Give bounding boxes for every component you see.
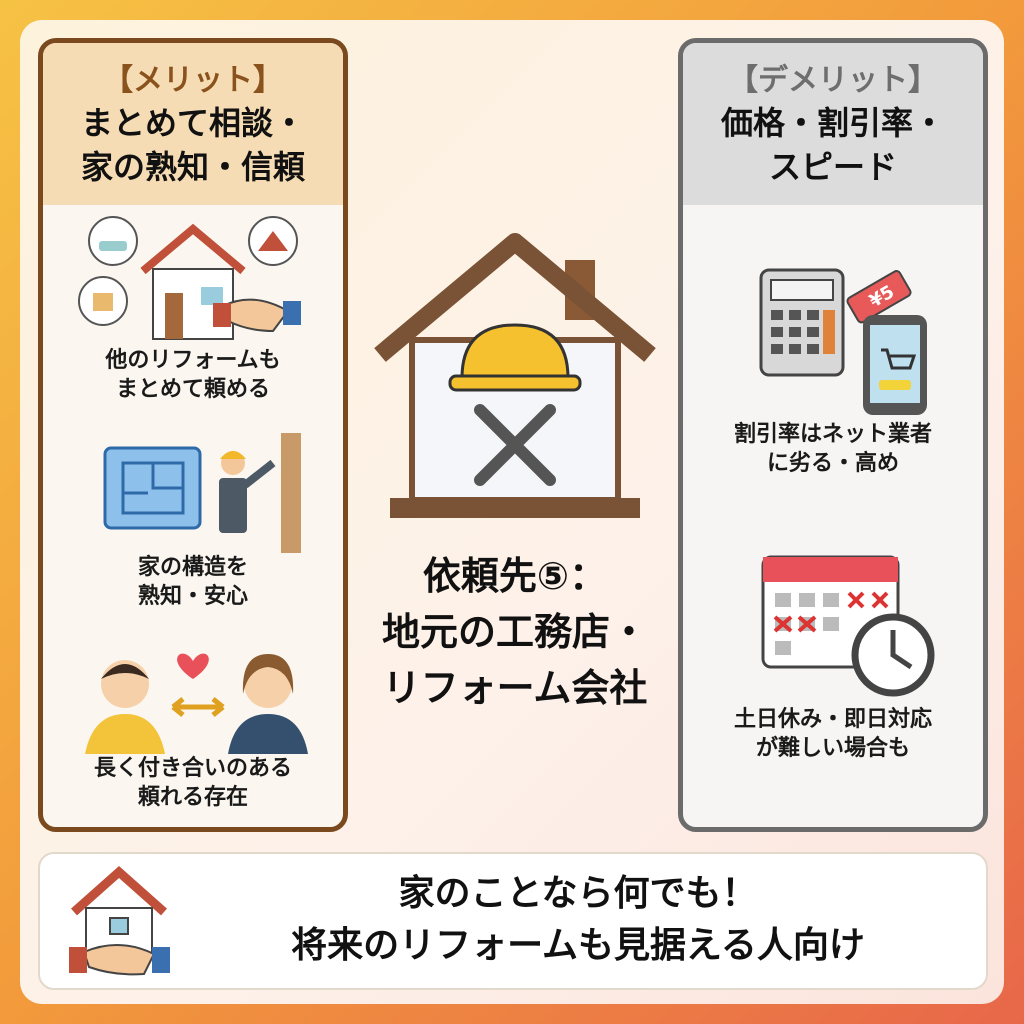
item-text-line: 熟知・安心 (137, 584, 248, 609)
demerit-header: 【デメリット】 価格・割引率・ スピード (683, 43, 983, 205)
blueprint-worker-icon (103, 433, 301, 553)
demerit-item: ¥5 割引率はネット業者 に劣る・高め (683, 255, 983, 478)
item-text-line: 割引率はネット業者 (733, 422, 932, 447)
item-text-line: に劣る・高め (766, 451, 899, 476)
center-title-line: 地元の工務店・ (381, 610, 648, 654)
item-text-line: が難しい場合も (755, 736, 910, 761)
house-handshake-icon (78, 216, 301, 340)
item-text-line: 頼れる存在 (137, 785, 248, 810)
merit-card: 【メリット】 まとめて相談・ 家の熟知・信頼 他のリフォームも まとめて頼める … (38, 38, 348, 832)
merit-item: 家の構造を 熟知・安心 (43, 423, 343, 611)
house-helmet-tools-icon (374, 233, 656, 518)
demerit-title-line: 価格・割引率・ (720, 104, 945, 142)
banner-line: 家のことなら何でも！ (398, 873, 758, 914)
demerit-card: 【デメリット】 価格・割引率・ スピード ¥5 割引率はネット業者 に劣る・高め… (678, 38, 988, 832)
banner-text: 家のことなら何でも！ 将来のリフォームも見据える人向け (190, 868, 966, 972)
summary-banner: 家のことなら何でも！ 将来のリフォームも見据える人向け (38, 852, 988, 990)
merit-header: 【メリット】 まとめて相談・ 家の熟知・信頼 (43, 43, 343, 205)
item-text-line: まとめて頼める (115, 377, 270, 402)
item-text-line: 家の構造を (137, 555, 248, 580)
banner-line: 将来のリフォームも見据える人向け (291, 925, 865, 966)
center-title: 依頼先⑤： 地元の工務店・ リフォーム会社 (350, 548, 680, 716)
merit-title-line: まとめて相談・ (80, 104, 305, 142)
item-text-line: 長く付き合いのある (93, 756, 292, 781)
center-title-line: リフォーム会社 (382, 666, 648, 710)
calendar-clock-icon (761, 555, 935, 697)
demerit-item: 土日休み・即日対応 が難しい場合も (683, 545, 983, 763)
item-text-line: 土日休み・即日対応 (733, 707, 932, 732)
merit-tag: 【メリット】 (103, 63, 283, 98)
calculator-price-tag-phone-icon: ¥5 (759, 268, 927, 415)
merit-item: 長く付き合いのある 頼れる存在 (43, 639, 343, 812)
demerit-title-line: スピード (768, 148, 897, 186)
people-heart-icon (85, 653, 308, 754)
merit-title-line: 家の熟知・信頼 (80, 148, 305, 186)
item-text-line: 他のリフォームも (105, 348, 281, 373)
house-handshake-icon (69, 865, 170, 976)
demerit-tag: 【デメリット】 (728, 63, 938, 98)
center-title-line: 依頼先⑤： (422, 554, 608, 598)
merit-item: 他のリフォームも まとめて頼める (43, 211, 343, 404)
